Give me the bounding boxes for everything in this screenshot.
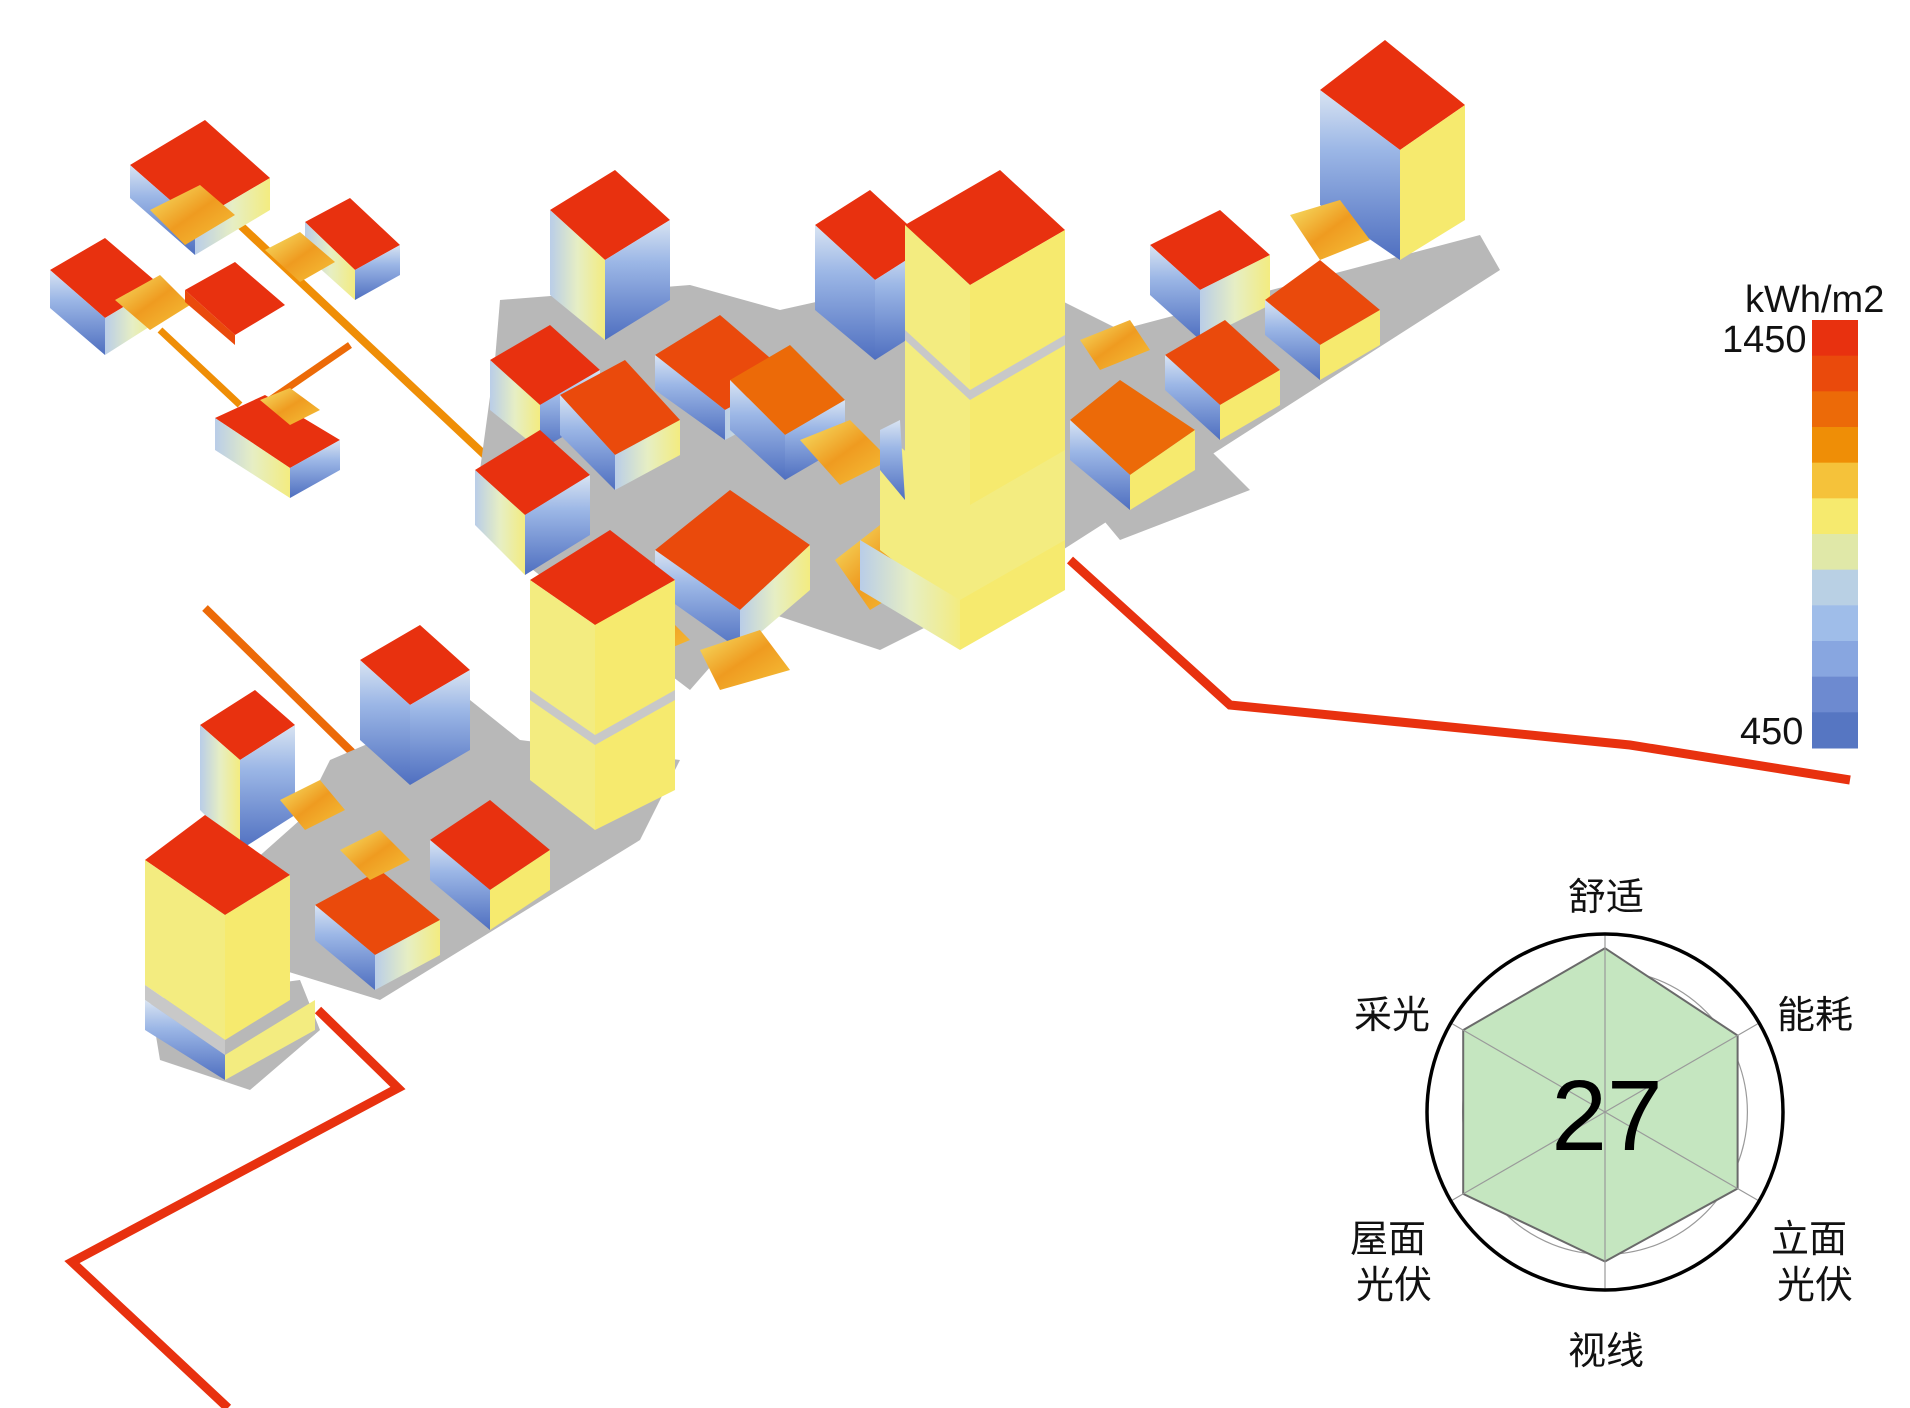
- path-right: [1066, 556, 1851, 785]
- path-top-left-2: [157, 327, 243, 408]
- cluster-top-left: [50, 120, 400, 498]
- central-tower-roof: [905, 170, 1065, 285]
- bottom-left-tower-roof: [145, 815, 290, 915]
- radar-label-energy: 能耗: [1777, 993, 1853, 1037]
- legend-color-bar: [1812, 320, 1858, 749]
- radar-spokes: [1450, 934, 1760, 1290]
- path-bottom-left: [64, 1006, 406, 1408]
- legend-swatch: [1812, 320, 1858, 357]
- radar-label-facade-pv: 立面 光伏: [1771, 1217, 1859, 1307]
- radar-label-daylight: 采光: [1354, 993, 1430, 1037]
- performance-radar-chart: 27 舒适 能耗 立面 光伏 视线 屋面 光伏 采光: [1350, 875, 1859, 1373]
- legend-unit: kWh/m2: [1745, 279, 1884, 321]
- legend-swatch: [1812, 569, 1858, 606]
- legend-max-label: 1450: [1722, 319, 1807, 361]
- legend-swatch: [1812, 462, 1858, 499]
- radar-spoke: [1604, 1022, 1760, 1113]
- legend-swatch: [1812, 534, 1858, 571]
- radar-spoke: [1450, 1022, 1606, 1113]
- legend-min-label: 450: [1740, 711, 1803, 753]
- cluster-right: [1070, 40, 1465, 510]
- path-diagonal-left: [202, 605, 363, 763]
- legend-swatch: [1812, 712, 1858, 749]
- legend-swatch: [1812, 355, 1858, 392]
- legend-swatch: [1812, 391, 1858, 428]
- tall-tower-roof: [530, 530, 675, 625]
- radar-label-comfort: 舒适: [1568, 875, 1644, 919]
- legend-swatch: [1812, 641, 1858, 678]
- cluster-bottom-left: [145, 625, 550, 1080]
- legend-swatch: [1812, 676, 1858, 713]
- legend-swatch: [1812, 605, 1858, 642]
- radar-label-view: 视线: [1568, 1329, 1644, 1373]
- radiation-legend: kWh/m2 1450 450: [1722, 279, 1884, 753]
- radar-outer-circle: [1425, 932, 1785, 1292]
- cluster-center: [475, 170, 1065, 830]
- radar-score: 27: [1551, 1060, 1662, 1172]
- radar-label-roof-pv: 屋面 光伏: [1350, 1217, 1438, 1307]
- legend-swatch: [1812, 498, 1858, 535]
- radar-spoke: [1450, 1111, 1606, 1202]
- radar-spoke: [1604, 1111, 1760, 1202]
- legend-swatch: [1812, 427, 1858, 464]
